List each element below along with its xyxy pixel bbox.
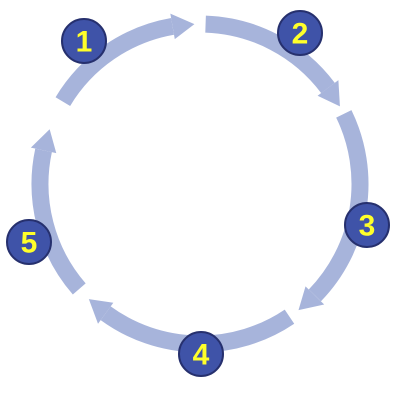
step-badge-3: 3 [344, 202, 390, 248]
step-number-label: 2 [292, 18, 309, 51]
badge-circle [178, 331, 224, 377]
step-number-label: 3 [359, 210, 376, 243]
step-badge-2: 2 [277, 10, 323, 56]
arrow-band [308, 110, 369, 302]
cycle-arrow-2-to-3 [205, 15, 340, 107]
arrow-band [31, 148, 86, 295]
step-number-label: 5 [21, 227, 38, 260]
arrow-head [317, 80, 340, 107]
step-number-label: 4 [193, 339, 210, 372]
arrow-head [298, 286, 325, 311]
arrow-head [88, 299, 114, 324]
step-number-label: 1 [76, 26, 93, 59]
arrow-head [30, 129, 57, 154]
step-badge-1: 1 [61, 18, 107, 64]
arrow-band [205, 15, 335, 94]
badge-circle [344, 202, 390, 248]
cycle-arrow-1-to-2 [55, 13, 195, 107]
badge-circle [61, 18, 107, 64]
badge-circle [6, 219, 52, 265]
badge-circle [277, 10, 323, 56]
step-badge-5: 5 [6, 219, 52, 265]
step-badge-4: 4 [178, 331, 224, 377]
arrow-head [170, 13, 195, 40]
cycle-arrow-5-to-1 [30, 129, 86, 295]
arrow-band [55, 17, 175, 107]
